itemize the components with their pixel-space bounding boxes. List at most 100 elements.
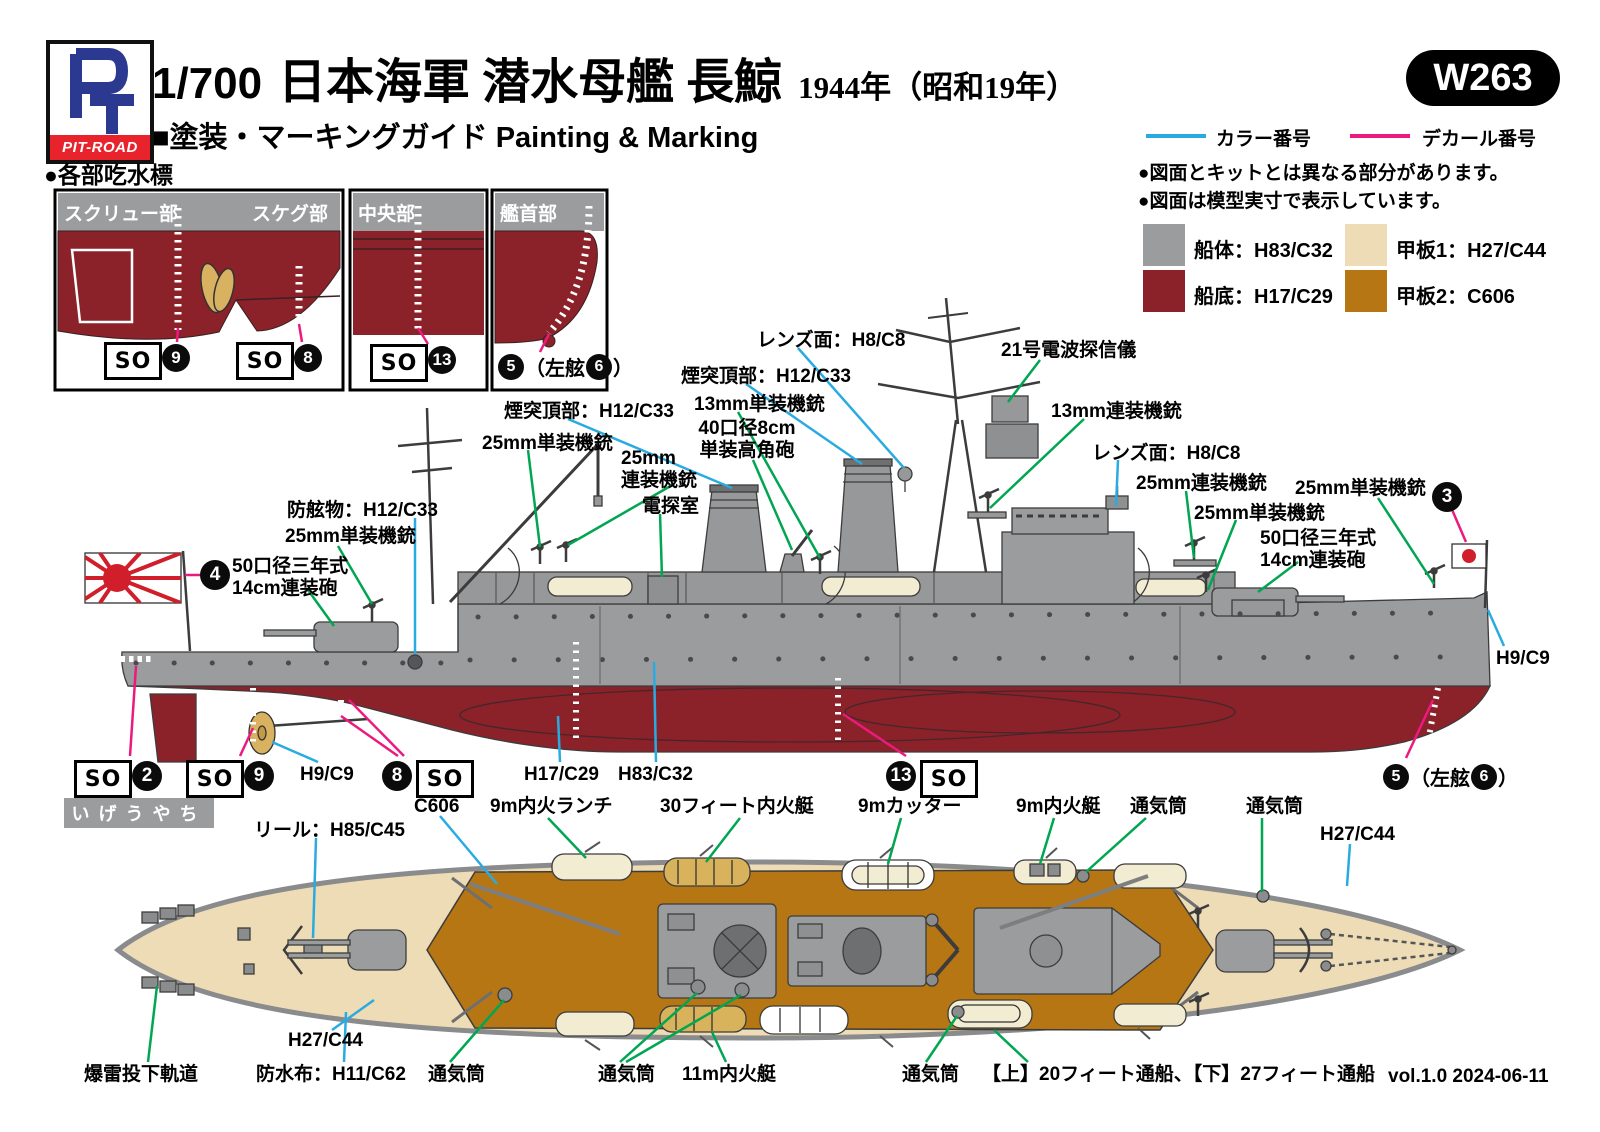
ann-vent-top-2: 通気筒 bbox=[1246, 796, 1304, 817]
color-number-line-sample bbox=[1146, 134, 1206, 138]
ship-boat bbox=[821, 576, 921, 597]
ann-h9c9-prop: H9/C9 bbox=[300, 764, 354, 785]
vents bbox=[497, 869, 1270, 1019]
side-view-drawing bbox=[84, 297, 1492, 763]
decal-leader-lines bbox=[128, 323, 1468, 759]
color-leader-lines bbox=[271, 347, 1506, 1063]
ann-h27c44-top: H27/C44 bbox=[1320, 824, 1395, 845]
swatch-hull-label: 船体：H83/C32 bbox=[1194, 240, 1333, 262]
ann-25mm-twin-left: 25mm 連装機銃 bbox=[621, 448, 698, 492]
plan-view-drawing bbox=[113, 841, 1466, 1051]
ann-reel: リール：H85/C45 bbox=[254, 820, 405, 841]
decal-number-label: デカール番号 bbox=[1422, 129, 1537, 150]
so-decal-mark: SO bbox=[104, 342, 162, 380]
plan-bow-turret bbox=[1215, 929, 1333, 973]
derrick-boom bbox=[448, 442, 600, 604]
ann-vent-top-1: 通気筒 bbox=[1130, 796, 1188, 817]
draft-box1-right-label: スケグ部 bbox=[252, 204, 329, 225]
paren-close: ） bbox=[1498, 768, 1518, 790]
pit-road-logo: PIT-ROAD bbox=[46, 40, 154, 164]
swatch-bottom-label: 船底：H17/C29 bbox=[1194, 286, 1333, 308]
ann-14cm-gun-aft: 50口径三年式 14cm連装砲 bbox=[232, 556, 349, 600]
ann-depth-charge-rail: 爆雷投下軌道 bbox=[84, 1064, 199, 1085]
ann-25mm-single-3: 25mm単装機銃 bbox=[285, 526, 416, 547]
rising-sun-ensign bbox=[84, 550, 192, 652]
version-date: vol.1.0 2024-06-11 bbox=[1388, 1066, 1549, 1087]
so-decal-mark: SO bbox=[186, 760, 244, 798]
ann-tsusen-boats: 【上】20フィート通船、【下】27フィート通船 bbox=[982, 1064, 1376, 1085]
decal-number-13: 13 bbox=[886, 761, 916, 791]
ann-h17c29: H17/C29 bbox=[524, 764, 599, 785]
decal-number-line-sample bbox=[1350, 134, 1410, 138]
side-hull-bottom bbox=[127, 685, 1492, 753]
decal-number-2: 2 bbox=[132, 761, 162, 791]
ann-h9c9-bow: H9/C9 bbox=[1496, 648, 1550, 669]
ann-vent-bottom-2: 通気筒 bbox=[598, 1064, 656, 1085]
ann-h27c44-bottom: H27/C44 bbox=[288, 1030, 363, 1051]
decal-number-13: 13 bbox=[428, 346, 456, 374]
ann-25mm-single-bow: 25mm単装機銃 bbox=[1295, 478, 1426, 499]
decal-number-8: 8 bbox=[382, 761, 412, 791]
swatch-deck2-label: 甲板2：C606 bbox=[1396, 286, 1515, 308]
decal-number-5: 5 bbox=[1383, 763, 1409, 790]
depth-charge-rails bbox=[141, 904, 195, 996]
swatch-bottom bbox=[1143, 270, 1185, 312]
ann-vent-bottom-3: 通気筒 bbox=[902, 1064, 960, 1085]
ann-lens-face-right: レンズ面：H8/C8 bbox=[1092, 443, 1241, 464]
ann-radar-21: 21号電波探信儀 bbox=[1001, 340, 1137, 361]
ann-25mm-single-2: 25mm単装機銃 bbox=[1194, 503, 1325, 524]
stern-turret bbox=[313, 621, 399, 653]
ann-h83c32: H83/C32 bbox=[618, 764, 693, 785]
swatch-hull bbox=[1143, 224, 1185, 266]
decal-number-3: 3 bbox=[1432, 482, 1462, 512]
decal-number-8: 8 bbox=[294, 344, 322, 372]
decal-number-5: 5 bbox=[498, 353, 524, 380]
rudder bbox=[149, 693, 197, 763]
so-decal-mark: SO bbox=[236, 342, 294, 380]
funnel-2 bbox=[837, 463, 899, 573]
draft-box-screw-skeg bbox=[53, 188, 345, 392]
radar-room bbox=[647, 575, 679, 605]
ann-11m-boat: 11m内火艇 bbox=[682, 1064, 776, 1085]
ann-13mm-single: 13mm単装機銃 bbox=[694, 394, 825, 415]
ann-30ft-boat: 30フィート内火艇 bbox=[660, 796, 814, 817]
ann-14cm-gun-fwd: 50口径三年式 14cm連装砲 bbox=[1260, 528, 1377, 572]
so-decal-mark: SO bbox=[74, 760, 132, 798]
ship-nameplate: いげうやち bbox=[64, 798, 214, 828]
swatch-deck1 bbox=[1345, 224, 1387, 266]
ann-radar-room: 電探室 bbox=[642, 496, 700, 517]
color-number-label: カラー番号 bbox=[1216, 129, 1312, 150]
kit-number-badge: W263 bbox=[1406, 50, 1560, 106]
swatch-deck2 bbox=[1345, 270, 1387, 312]
ann-13mm-twin: 13mm連装機銃 bbox=[1051, 401, 1182, 422]
decal-number-6: 6 bbox=[586, 353, 612, 380]
page-title: 1/700 日本海軍 潜水母艦 長鯨 1944年（昭和19年） bbox=[152, 42, 1077, 112]
foremast bbox=[397, 407, 463, 605]
title-year: 1944年（昭和19年） bbox=[798, 70, 1078, 105]
plan-bridge bbox=[973, 906, 1161, 996]
bow-flag bbox=[1451, 539, 1489, 609]
ann-25mm-single-1: 25mm単装機銃 bbox=[482, 433, 613, 454]
ann-funnel-top-left: 煙突頂部：H12/C33 bbox=[504, 401, 674, 422]
plan-stern-turret bbox=[287, 929, 407, 971]
so-decal-mark: SO bbox=[920, 760, 978, 798]
decal-number-9: 9 bbox=[244, 761, 274, 791]
port-side-text: （左舷 bbox=[1410, 768, 1470, 790]
plan-boats-top bbox=[551, 853, 1187, 891]
note-1: ●図面とキットとは異なる部分があります。 bbox=[1138, 163, 1509, 184]
part-leader-lines bbox=[146, 359, 1436, 1064]
plan-funnel-2 bbox=[842, 927, 882, 975]
ann-9m-boat: 9m内火艇 bbox=[1016, 796, 1101, 817]
funnel-1 bbox=[701, 489, 767, 573]
fender bbox=[407, 654, 423, 670]
ann-c606: C606 bbox=[414, 796, 460, 817]
draft-box-center bbox=[348, 188, 489, 392]
page-subtitle: ■塗装・マーキングガイド Painting & Marking bbox=[152, 122, 759, 154]
draft-section-heading: ●各部吃水標 bbox=[44, 162, 173, 188]
ann-9m-cutter: 9mカッター bbox=[858, 796, 962, 817]
ann-vent-bottom-1: 通気筒 bbox=[428, 1064, 486, 1085]
pit-road-logo-text: PIT-ROAD bbox=[50, 135, 150, 160]
ann-fender: 防舷物：H12/C33 bbox=[287, 500, 438, 521]
title-ship-name: 日本海軍 潜水母艦 長鯨 bbox=[278, 56, 783, 109]
